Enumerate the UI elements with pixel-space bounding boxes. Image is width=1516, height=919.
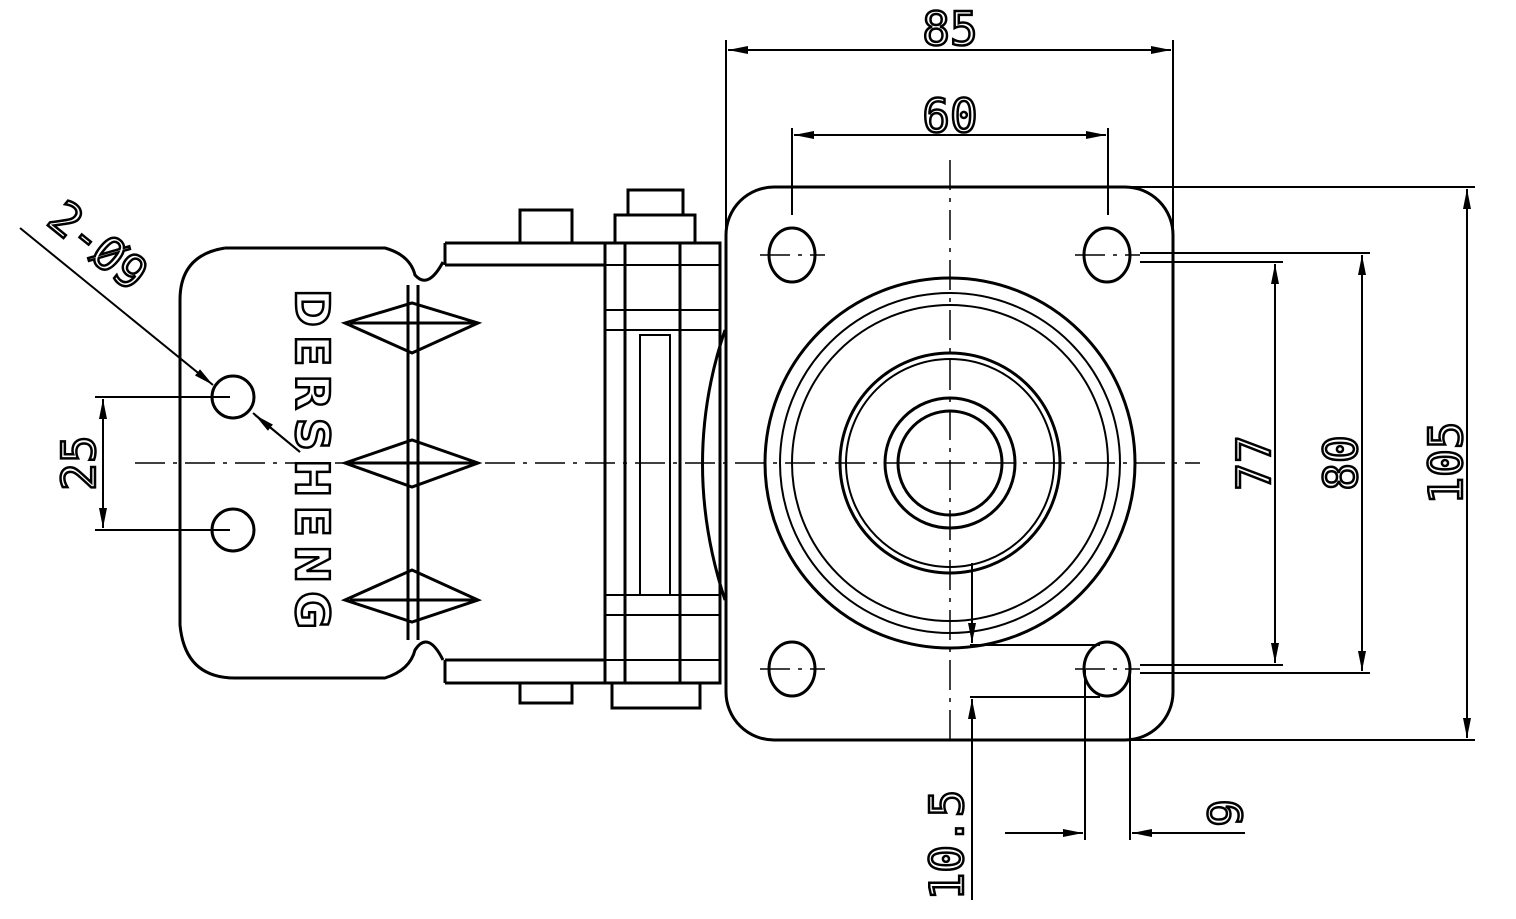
svg-text:85: 85 bbox=[922, 2, 977, 56]
svg-text:80: 80 bbox=[1314, 435, 1368, 490]
dimension-105: 105 bbox=[780, 186, 1475, 741]
brake-pedal: DERSHENG bbox=[178, 246, 483, 680]
dimension-9: 9 bbox=[1005, 670, 1254, 840]
brake-spikes bbox=[340, 301, 483, 624]
svg-text:25: 25 bbox=[52, 435, 106, 490]
swivel-bearing bbox=[763, 276, 1137, 650]
mounting-holes bbox=[760, 226, 1140, 698]
dimension-10-5: 10.5 bbox=[919, 563, 1100, 902]
svg-text:2-Ø9: 2-Ø9 bbox=[38, 190, 158, 302]
svg-text:105: 105 bbox=[1419, 421, 1473, 504]
top-plate bbox=[724, 185, 1175, 742]
dimension-2-holes-dia-9: 2-Ø9 bbox=[19, 188, 301, 453]
dimension-60: 60 bbox=[791, 88, 1109, 215]
svg-text:60: 60 bbox=[922, 89, 977, 143]
centerlines bbox=[135, 160, 1200, 745]
dimension-77: 77 bbox=[1140, 261, 1283, 666]
svg-text:10.5: 10.5 bbox=[920, 790, 974, 901]
brand-logo-text: DERSHENG bbox=[285, 289, 339, 637]
svg-text:77: 77 bbox=[1227, 435, 1281, 490]
dimension-85: 85 bbox=[725, 1, 1174, 235]
dimension-25: 25 bbox=[51, 396, 230, 531]
dimension-80: 80 bbox=[1140, 252, 1370, 674]
fork-assembly bbox=[443, 188, 727, 710]
svg-text:9: 9 bbox=[1199, 799, 1253, 827]
